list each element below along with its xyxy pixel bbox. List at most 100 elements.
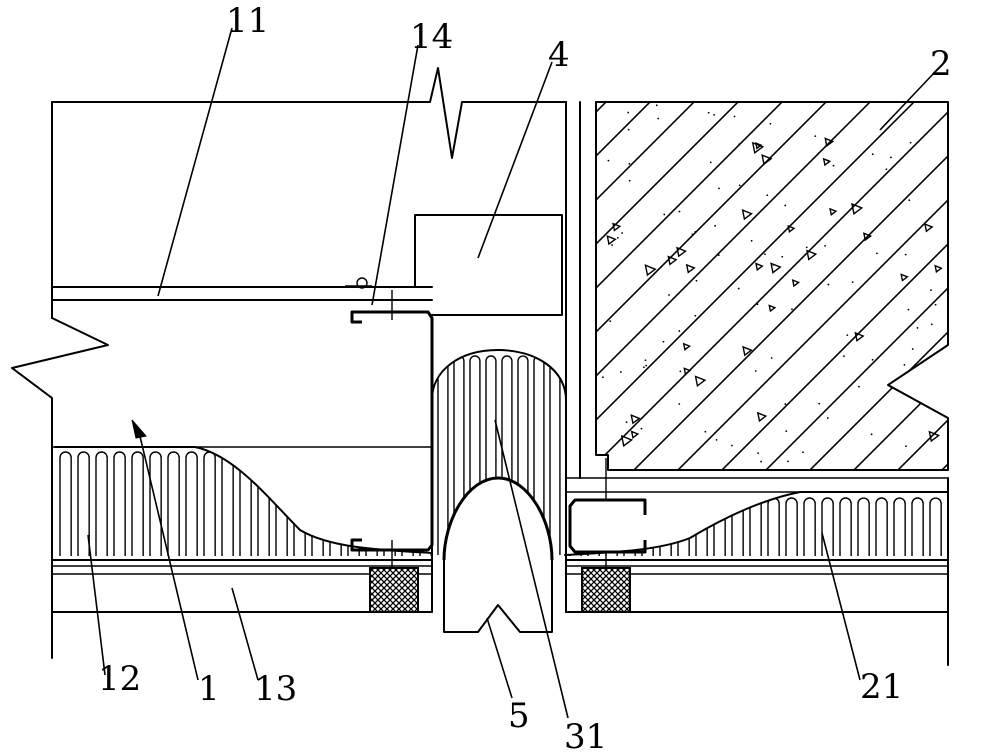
fiber-loop [731,497,744,556]
aggregate-dot [787,460,789,463]
fiber-loop [329,451,342,556]
fiber-loop [767,497,780,556]
aggregate-mark [791,278,801,288]
aggregate-dot [691,233,694,236]
aggregate-dot [717,254,720,257]
hatch-line [596,102,737,470]
callout-14: 14 [410,17,453,57]
aggregate-mark [761,154,773,166]
aggregate-dot [756,303,759,306]
aggregate-dot [609,320,612,323]
aggregate-dot [826,159,829,162]
aggregate-dot [760,460,762,463]
aggregate-dot [911,348,914,350]
fiber-loop [821,497,834,556]
aggregate-mark [685,263,696,274]
left-panel-outline [11,67,567,659]
aggregate-mark [806,249,818,261]
aggregate-mark [770,262,782,274]
aggregate-mark [755,262,764,272]
callout-4: 4 [548,35,570,75]
c-channel-left [350,310,434,552]
aggregate-mark [606,234,617,246]
aggregate-dot [625,421,628,424]
aggregate-dot [769,122,772,125]
aggregate-mark [768,304,777,313]
aggregate-dot [628,162,631,165]
hatch-line [715,102,948,470]
aggregate-dot [851,281,854,284]
fiber-loop [839,497,852,556]
aggregate-dot [662,340,665,343]
aggregate-dot [678,403,681,405]
aggregate-dot [704,430,707,433]
leader-lines [87,27,936,719]
aggregate-dot [713,114,715,116]
aggregate-dot [621,232,624,234]
aggregate-dot [644,359,647,362]
fiber-loop [59,451,72,556]
aggregate-mark [682,342,691,351]
aggregate-dot [890,156,892,159]
aggregate-dot [827,283,830,286]
fiber-loop [469,355,481,555]
aggregate-dot [858,385,860,388]
aggregate-mark [630,430,640,439]
aggregate-dot [909,141,912,144]
aggregate-dot [718,187,720,190]
aggregate-dot [934,303,937,306]
fiber-loop [549,355,561,555]
aggregate-dot [642,366,645,369]
fiber-loop [257,451,270,556]
aggregate-dot [814,135,817,137]
aggregate-dot [876,252,878,255]
aggregate-dot [754,370,757,372]
hatch-line [759,102,948,470]
aggregate-mark [667,255,678,266]
mesh-gasket-right [581,567,631,613]
hatch-line [596,102,869,470]
aggregate-dot [846,334,849,337]
aggregate-mark [620,434,634,448]
concrete-block [595,101,949,471]
aggregate-dot [784,403,787,405]
fiber-loop [803,497,816,556]
fiber-loop [533,355,545,555]
fiber-loop [857,497,870,556]
fiber-loop [293,451,306,556]
hatch-line [627,102,948,470]
fiber-loop [517,355,529,555]
fiber-loop [605,497,618,556]
aggregate-mark [676,246,687,258]
bottom-profile [443,559,553,633]
aggregate-mark [694,375,707,388]
fiber-loop [419,451,432,556]
callout-21: 21 [860,667,903,707]
aggregate-dot [903,363,906,366]
hinge-icon [345,277,372,289]
fiber-loop [453,355,465,555]
aggregate-dot [772,263,775,266]
callout-2: 2 [930,44,952,84]
aggregate-dot [715,438,718,441]
aggregate-mark [612,222,622,232]
aggregate-mark [751,141,765,155]
aggregate-dot [930,323,933,326]
aggregate-mark [742,345,753,357]
hatch-line [596,102,948,470]
aggregate-mark [900,273,909,282]
mesh-gasket-left [369,567,419,613]
aggregate-dot [750,131,753,134]
aggregate-dot [602,376,604,379]
aggregate-dot [750,239,753,242]
aggregate-mark [829,207,838,216]
aggregate-dot [791,308,793,311]
callout-11: 11 [226,1,269,41]
aggregate-mark [934,264,943,274]
arrowhead-icon [131,419,147,439]
aggregate-dot [826,417,829,419]
fiber-loop [239,451,252,556]
aggregate-dot [645,364,648,367]
fiber-insulation-right [564,491,949,556]
aggregate-dot [628,179,631,182]
